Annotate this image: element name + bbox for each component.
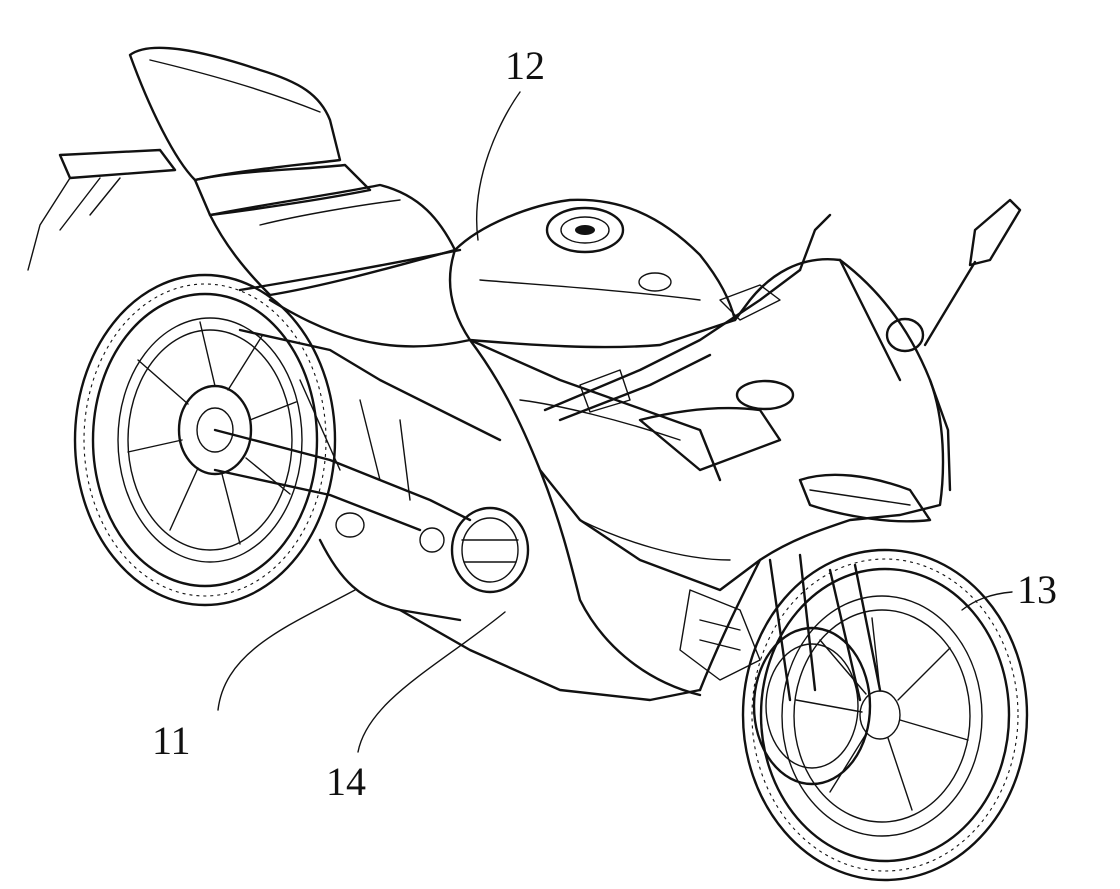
handlebars [543,213,832,422]
reference-numeral-13: 13 [1017,567,1057,612]
mirror [885,198,1022,353]
leader-lines [217,91,1013,753]
front-wheel [741,548,1029,882]
front-fork [679,553,882,702]
reference-numeral-14: 14 [326,759,366,804]
reference-numeral-12: 12 [505,43,545,88]
tail-section [27,46,462,297]
fairing [468,258,952,697]
frame-and-engine [213,298,722,702]
fuel-tank [448,198,737,349]
reference-numeral-11: 11 [152,718,191,763]
rear-wheel [73,273,337,607]
